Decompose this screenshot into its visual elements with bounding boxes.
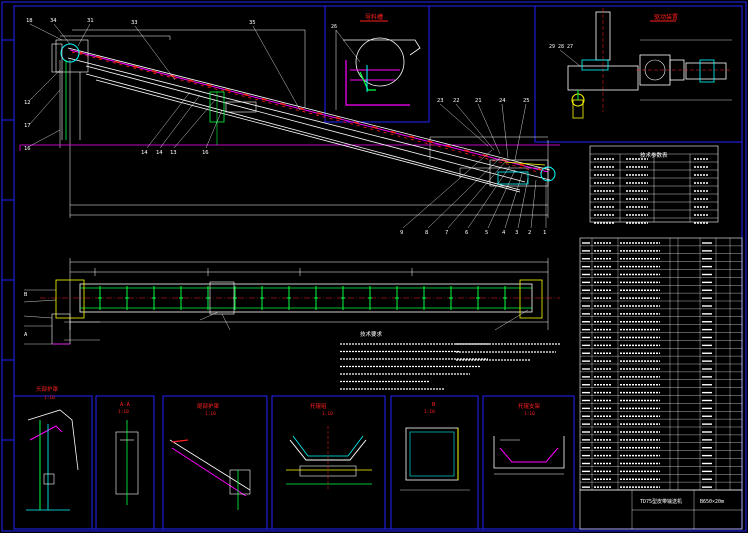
detail-4-title: 托辊组 bbox=[310, 402, 327, 410]
callout-bottom-4: 4 bbox=[502, 230, 506, 236]
technical-notes: 技术要求 bbox=[340, 330, 560, 390]
notes-title: 技术要求 bbox=[360, 330, 383, 338]
callout-bottom-3: 3 bbox=[515, 230, 518, 236]
callout-right-25: 25 bbox=[523, 98, 530, 104]
detail-5-scale: 1:10 bbox=[424, 409, 435, 415]
callout-right-21: 21 bbox=[475, 98, 482, 104]
callout-bottom-7: 7 bbox=[445, 230, 448, 236]
detail-view-3: 尾部护罩 1:10 bbox=[169, 402, 251, 510]
callout-33: 33 bbox=[131, 20, 138, 26]
conveyor-elevation: 18 34 31 33 35 14 14 13 16 12 17 16 9 8 … bbox=[19, 18, 560, 236]
inset-left-frame bbox=[324, 5, 430, 123]
parts-list bbox=[579, 237, 743, 491]
callout-left-12: 12 bbox=[24, 100, 31, 106]
callout-34: 34 bbox=[50, 18, 57, 24]
conveyor-plan: B A bbox=[23, 258, 560, 345]
callout-mid-14b: 14 bbox=[156, 150, 163, 156]
drive-callout-27: 27 bbox=[567, 44, 573, 50]
callout-mid-16: 16 bbox=[202, 150, 209, 156]
callout-right-22: 22 bbox=[453, 98, 460, 104]
callout-bottom-2: 2 bbox=[528, 230, 531, 236]
callout-bottom-9: 9 bbox=[400, 230, 403, 236]
callout-left-17: 17 bbox=[24, 123, 31, 129]
detail-3-scale: 1:10 bbox=[205, 411, 216, 417]
detail-6-title: 托辊支架 bbox=[518, 402, 541, 410]
title-block: TD75型皮带输送机 B650×20m bbox=[579, 489, 743, 530]
drive-callout-28: 28 bbox=[558, 44, 564, 50]
detail-1-scale: 1:10 bbox=[44, 395, 55, 401]
callout-mid-14a: 14 bbox=[141, 150, 148, 156]
callout-18: 18 bbox=[26, 18, 33, 24]
detail-view-6: 托辊支架 1:10 bbox=[493, 402, 565, 475]
detail-view-1: 头部护罩 1:10 bbox=[26, 385, 79, 511]
parameter-table: 技术参数表 bbox=[589, 145, 719, 224]
callout-right-24: 24 bbox=[499, 98, 506, 104]
plan-label-a: A bbox=[24, 332, 28, 338]
detail-view-5: B 1:10 bbox=[400, 402, 470, 491]
title-block-model: B650×20m bbox=[700, 499, 724, 505]
drive-title: 驱动装置 bbox=[654, 13, 678, 21]
detail-4-scale: 1:10 bbox=[322, 411, 333, 417]
plan-label-b: B bbox=[24, 292, 28, 298]
detail-view-4: 托辊组 1:10 bbox=[286, 402, 372, 490]
inset-right-frame bbox=[534, 5, 743, 143]
callout-bottom-6: 6 bbox=[465, 230, 468, 236]
detail-3-title: 尾部护罩 bbox=[197, 402, 220, 410]
plan-tail-end bbox=[519, 279, 543, 319]
drive-detail: 驱动装置 29 28 27 bbox=[549, 8, 732, 119]
callout-31: 31 bbox=[87, 18, 94, 24]
callout-left-16: 16 bbox=[24, 146, 31, 152]
callout-35: 35 bbox=[249, 20, 256, 26]
callout-bottom-8: 8 bbox=[425, 230, 428, 236]
detail-5-title: B bbox=[432, 402, 436, 408]
detail-views bbox=[13, 395, 575, 530]
drive-callout-29: 29 bbox=[549, 44, 555, 50]
detail-2-scale: 1:10 bbox=[118, 409, 129, 415]
detail-view-2: A-A 1:10 bbox=[115, 402, 139, 505]
detail-6-scale: 1:10 bbox=[524, 411, 535, 417]
detail-1-title: 头部护罩 bbox=[36, 385, 59, 393]
chute-detail: 导料槽 26 bbox=[331, 13, 421, 110]
callout-bottom-5: 5 bbox=[485, 230, 488, 236]
callout-mid-13: 13 bbox=[170, 150, 177, 156]
plan-idlers bbox=[98, 286, 507, 310]
chute-callout: 26 bbox=[331, 24, 337, 30]
title-block-name: TD75型皮带输送机 bbox=[640, 498, 682, 505]
detail-2-title: A-A bbox=[120, 402, 131, 408]
callout-right-23: 23 bbox=[437, 98, 444, 104]
chute-title: 导料槽 bbox=[365, 13, 383, 21]
callout-bottom-1: 1 bbox=[543, 230, 546, 236]
